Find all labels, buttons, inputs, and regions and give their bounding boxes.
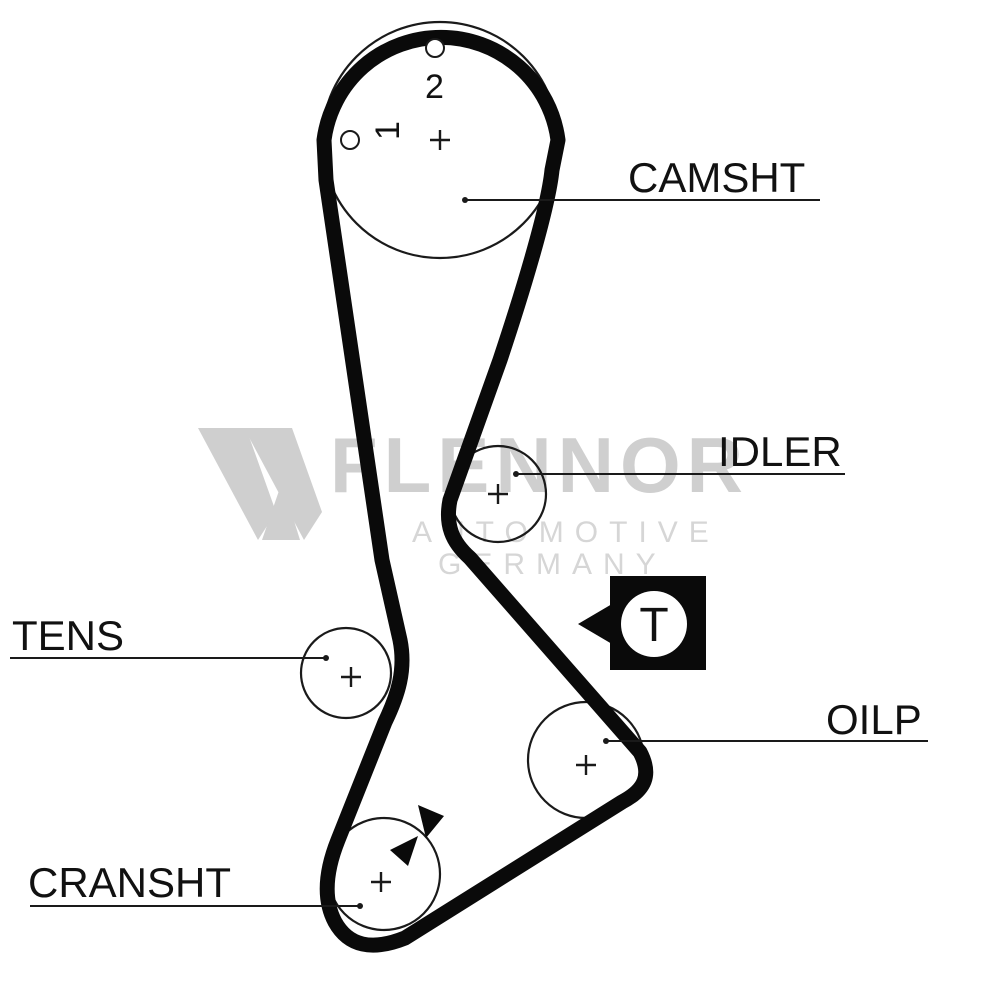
- tensioner-label: TENS: [12, 612, 124, 659]
- crankshaft-label: CRANSHT: [28, 859, 231, 906]
- tension-indicator-label: T: [639, 599, 668, 652]
- watermark-brand: FLENNOR: [330, 421, 749, 509]
- tensioner-pulley: [299, 626, 393, 720]
- oil-pump-label: OILP: [826, 696, 922, 743]
- timing-belt: [316, 29, 654, 953]
- timing-mark-2: 2: [425, 38, 445, 106]
- idler-label: IDLER: [718, 428, 842, 475]
- camshaft-label: CAMSHT: [628, 154, 805, 201]
- timing-mark-1: 1: [340, 121, 407, 150]
- tension-indicator: T: [578, 576, 706, 670]
- rotation-direction-arrow-icon: [390, 805, 444, 866]
- timing-mark-2-label: 2: [425, 68, 444, 106]
- watermark-logo-icon: [198, 428, 322, 540]
- timing-mark-1-label: 1: [369, 121, 407, 140]
